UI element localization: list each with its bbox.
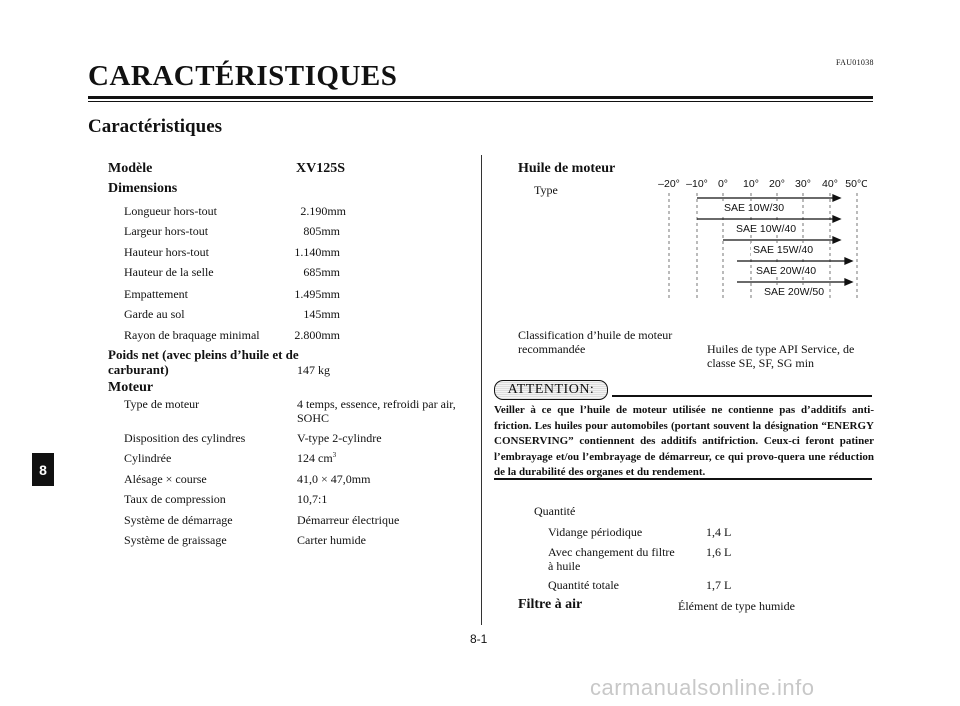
engine-spec-label: Taux de compression bbox=[124, 492, 226, 506]
grade-label: SAE 15W/40 bbox=[753, 244, 813, 256]
engine-spec-value: Carter humide bbox=[297, 533, 366, 547]
engine-spec-value: V-type 2-cylindre bbox=[297, 431, 382, 445]
temp-tick-label: 50°C bbox=[845, 178, 867, 190]
temp-tick-label: 0° bbox=[718, 178, 728, 190]
dimension-value: 2.190mm bbox=[300, 204, 346, 218]
classification-value-line1: Huiles de type API Service, de bbox=[707, 342, 855, 356]
dimension-label: Hauteur hors-tout bbox=[124, 245, 209, 259]
page-title: CARACTÉRISTIQUES bbox=[88, 60, 398, 92]
engine-spec-label: Cylindrée bbox=[124, 451, 172, 465]
engine-spec-value: 41,0 × 47,0mm bbox=[297, 472, 371, 486]
temp-tick-label: 10° bbox=[743, 178, 759, 190]
dimension-value: 2.800mm bbox=[294, 328, 340, 342]
grade-label: SAE 10W/30 bbox=[724, 202, 784, 214]
oil-type-label: Type bbox=[534, 183, 558, 197]
quantity-item-label: Vidange périodique bbox=[548, 525, 643, 539]
dimension-label: Longueur hors-tout bbox=[124, 204, 217, 218]
column-divider bbox=[481, 155, 482, 625]
page-number: 8-1 bbox=[470, 632, 488, 646]
weight-label-line1: Poids net (avec pleins d’huile et de bbox=[108, 347, 299, 362]
grade-label-bg bbox=[751, 243, 813, 256]
grade-range-arrow bbox=[832, 194, 842, 202]
classification-label-line1: Classification d’huile de moteur bbox=[518, 328, 673, 342]
watermark: carmanualsonline.info bbox=[590, 675, 815, 700]
dimension-value: 1.140mm bbox=[294, 245, 340, 259]
engine-spec-value: Démarreur électrique bbox=[297, 513, 400, 527]
temp-tick-label: 40° bbox=[822, 178, 838, 190]
attention-text: Veiller à ce que l’huile de moteur utili… bbox=[494, 404, 874, 478]
grade-range-arrow bbox=[844, 257, 854, 265]
quantity-item-value: 1,4 L bbox=[706, 525, 732, 539]
dimension-value: 145mm bbox=[303, 307, 340, 321]
chapter-tab: 8 bbox=[32, 453, 54, 486]
displacement-unit-exponent: 3 bbox=[332, 451, 337, 459]
model-label: Modèle bbox=[108, 161, 153, 176]
grade-range-arrow bbox=[832, 215, 842, 223]
grade-range-arrow bbox=[832, 236, 842, 244]
engine-spec-value: 10,7:1 bbox=[297, 492, 328, 506]
engine-spec-label: Disposition des cylindres bbox=[124, 431, 246, 445]
dimensions-label: Dimensions bbox=[108, 181, 178, 196]
quantity-item-label: Quantité totale bbox=[548, 578, 619, 592]
engine-spec-value: 124 cm3 bbox=[297, 451, 336, 466]
grade-label: SAE 10W/40 bbox=[736, 223, 796, 235]
grade-label-bg bbox=[762, 285, 824, 298]
quantity-item-value: 1,6 L bbox=[706, 545, 732, 559]
dimension-label: Empattement bbox=[124, 287, 188, 301]
dimension-label: Hauteur de la selle bbox=[124, 265, 214, 279]
grade-label-bg bbox=[754, 264, 816, 277]
dimension-label: Largeur hors-tout bbox=[124, 224, 209, 238]
engine-label: Moteur bbox=[108, 380, 154, 395]
dimension-value: 1.495mm bbox=[294, 287, 340, 301]
quantity-item-value: 1,7 L bbox=[706, 578, 732, 592]
classification-value-line2: classe SE, SF, SG min bbox=[707, 356, 815, 370]
engine-spec-value-line2: SOHC bbox=[297, 411, 330, 425]
attention-rule bbox=[612, 395, 872, 397]
quantity-label: Quantité bbox=[534, 504, 576, 518]
temp-tick-label: 30° bbox=[795, 178, 811, 190]
air-filter-label: Filtre à air bbox=[518, 597, 583, 612]
quantity-item-label: Avec changement du filtre bbox=[548, 545, 675, 559]
oil-viscosity-chart: –20° –10° 0° 10° 20° 30° 40° 50°C SAE 10… bbox=[658, 178, 867, 299]
grade-label-bg bbox=[734, 222, 796, 235]
engine-spec-label: Type de moteur bbox=[124, 397, 200, 411]
grade-label: SAE 20W/50 bbox=[764, 286, 824, 298]
attention-bottom-rule bbox=[494, 478, 872, 480]
dimension-value: 805mm bbox=[303, 224, 340, 238]
engine-spec-value: 4 temps, essence, refroidi par air, bbox=[297, 397, 456, 411]
engine-spec-label: Système de graissage bbox=[124, 533, 227, 547]
weight-value: 147 kg bbox=[297, 363, 330, 377]
dimension-label: Garde au sol bbox=[124, 307, 185, 321]
oil-heading: Huile de moteur bbox=[518, 161, 616, 176]
temp-tick-label: –10° bbox=[686, 178, 708, 190]
section-subtitle: Caractéristiques bbox=[88, 116, 223, 137]
quantity-item-label-line2: à huile bbox=[548, 559, 581, 573]
temp-tick-label: 20° bbox=[769, 178, 785, 190]
model-value: XV125S bbox=[296, 161, 346, 176]
title-rule-thick bbox=[88, 96, 873, 99]
engine-spec-label: Système de démarrage bbox=[124, 513, 233, 527]
temp-tick-label: –20° bbox=[658, 178, 680, 190]
title-rule-thin bbox=[88, 101, 873, 102]
grade-label-bg bbox=[722, 201, 784, 214]
engine-spec-label: Alésage × course bbox=[124, 472, 207, 486]
grade-range-arrow bbox=[844, 278, 854, 286]
classification-label-line2: recommandée bbox=[518, 342, 586, 356]
displacement-value: 124 cm bbox=[297, 451, 333, 465]
grade-label: SAE 20W/40 bbox=[756, 265, 816, 277]
dimension-label: Rayon de braquage minimal bbox=[124, 328, 260, 342]
dimension-value: 685mm bbox=[303, 265, 340, 279]
document-code: FAU01038 bbox=[836, 58, 874, 67]
attention-title: ATTENTION: bbox=[494, 380, 608, 400]
weight-label-line2: carburant) bbox=[108, 362, 169, 377]
air-filter-value: Élément de type humide bbox=[678, 599, 795, 613]
